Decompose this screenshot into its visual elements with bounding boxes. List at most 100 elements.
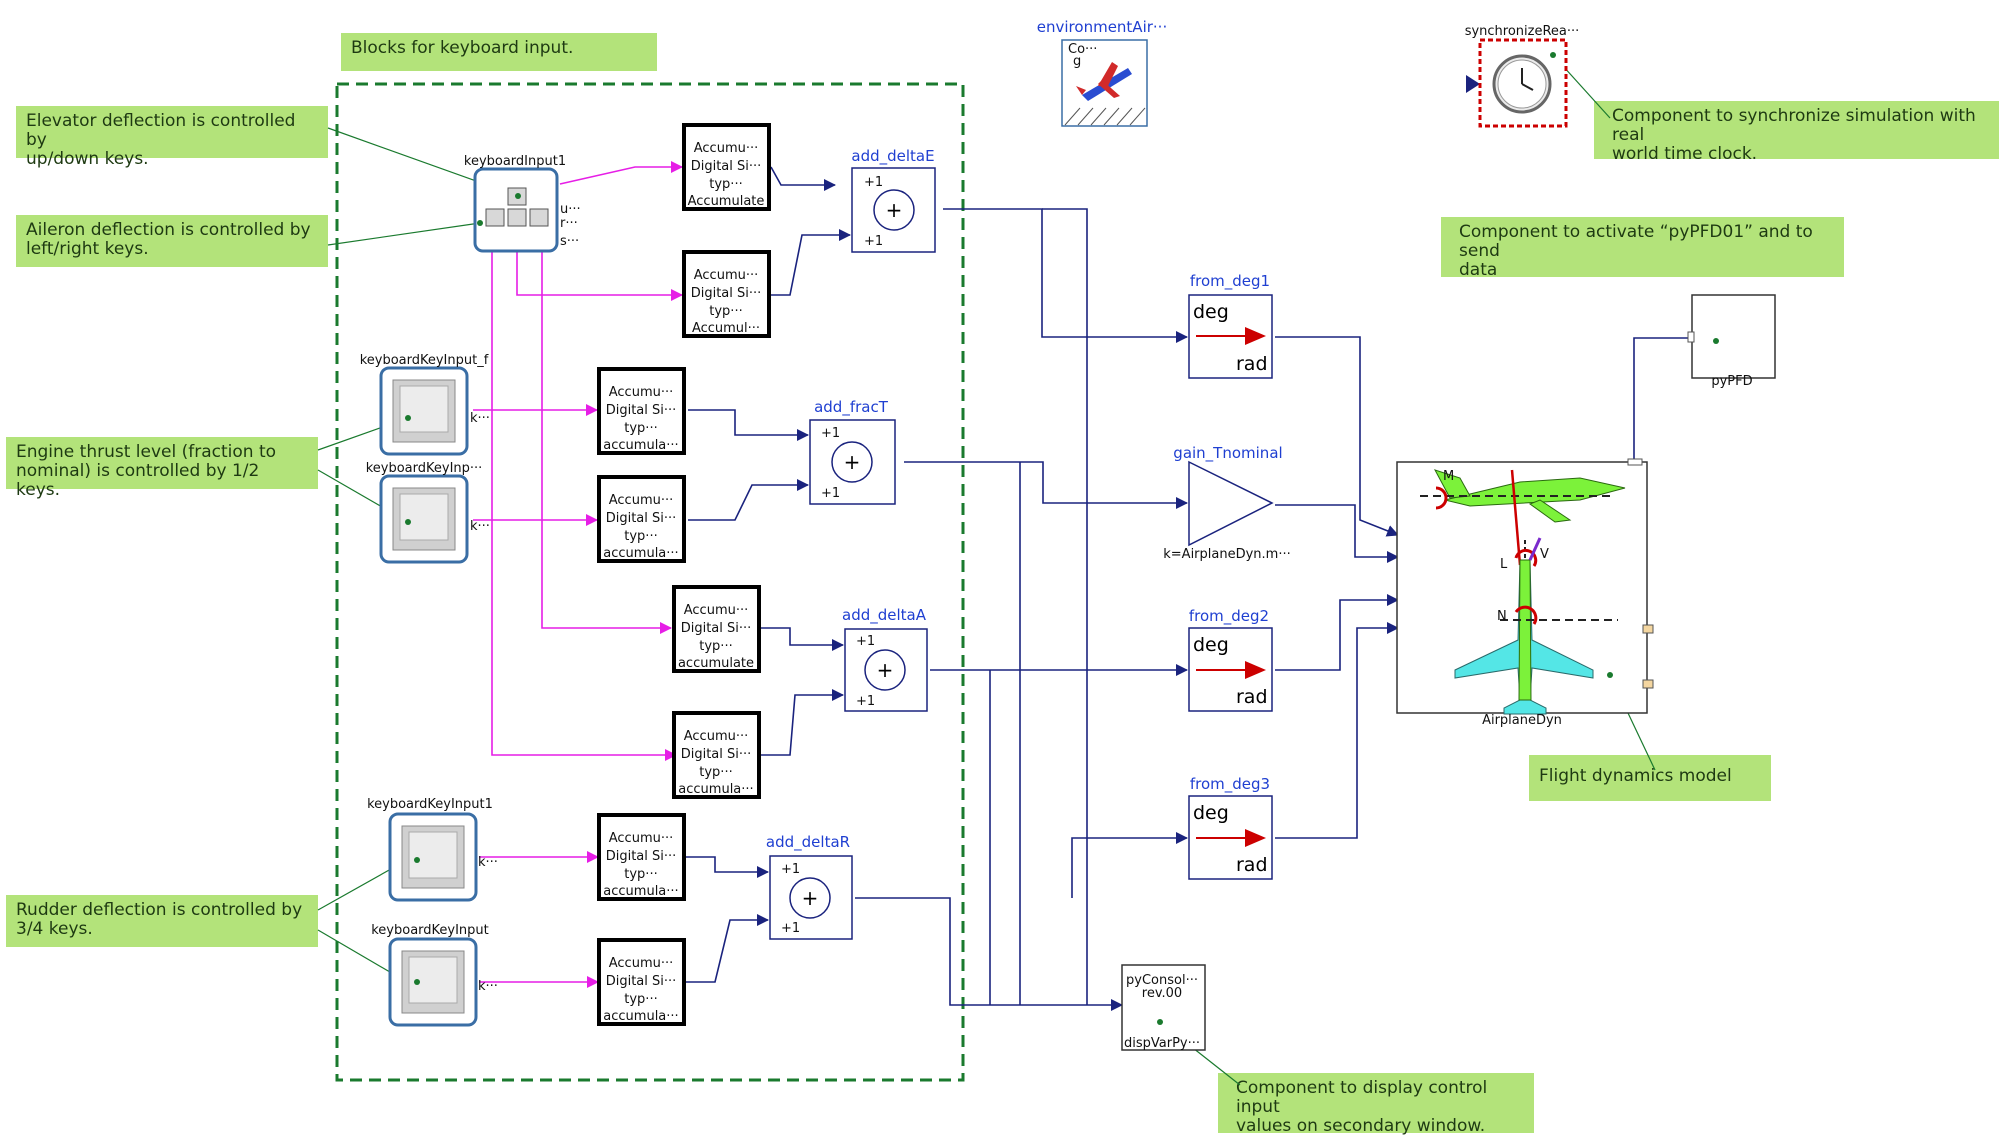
note-keyboard-group: Blocks for keyboard input.: [341, 33, 657, 71]
accum-line: accumula···: [603, 1009, 678, 1024]
from-deg2-label: from_deg2: [1189, 607, 1269, 626]
accumulator-deltaR-down[interactable]: Accumu··· Digital Si··· typ··· accumula·…: [597, 938, 686, 1026]
pypfd-block[interactable]: [1687, 294, 1776, 379]
environment-inner: Co···: [1068, 42, 1097, 57]
environment-air-block[interactable]: Co··· g: [1061, 39, 1148, 127]
accumulator-deltaA-up[interactable]: Accumu··· Digital Si··· typ··· accumulat…: [672, 585, 761, 673]
console-bottom: dispVarPy···: [1124, 1036, 1200, 1051]
accum-line: typ···: [624, 421, 657, 436]
accum-line: accumula···: [678, 782, 753, 797]
deg-text: deg: [1193, 634, 1229, 656]
keyboard-key-input-label: keyboardKeyInput: [371, 923, 489, 938]
airplane-n-label: N: [1497, 609, 1507, 624]
gain-tnominal-label: gain_Tnominal: [1173, 444, 1282, 463]
accum-line: Accumu···: [609, 385, 674, 400]
keyboard-input1-label: keyboardInput1: [464, 154, 566, 169]
synchronize-label: synchronizeRea···: [1465, 24, 1580, 39]
accum-line: Digital Si···: [681, 621, 752, 636]
accum-line: typ···: [699, 765, 732, 780]
sum-sign: +: [802, 886, 819, 910]
magenta-wires: [473, 161, 683, 988]
console-title: pyConsol···: [1126, 973, 1198, 988]
rad-text: rad: [1236, 353, 1268, 375]
accum-line: typ···: [699, 639, 732, 654]
synchronize-block[interactable]: [1466, 38, 1568, 128]
airplane-m-label: M: [1443, 469, 1454, 484]
add-deltaA-block[interactable]: + +1 +1: [844, 628, 928, 712]
note-console: Component to display control input value…: [1218, 1073, 1534, 1136]
keyboard-key-inp-label: keyboardKeyInp···: [366, 461, 483, 476]
sum-sign: +: [886, 198, 903, 222]
key-inp-port: k···: [470, 519, 490, 534]
environment-air-label: environmentAir···: [1037, 18, 1167, 36]
accum-line: Digital Si···: [606, 974, 677, 989]
keyboard-key-input-block[interactable]: [388, 937, 478, 1027]
keyboard-key-input1-block[interactable]: [388, 812, 478, 902]
add-deltaE-block[interactable]: + +1 +1: [851, 167, 936, 253]
from-deg3-block[interactable]: deg rad: [1188, 795, 1273, 880]
key-f-port: k···: [470, 411, 490, 426]
accum-line: Accumu···: [694, 141, 759, 156]
accumulator-deltaE-down[interactable]: Accumu··· Digital Si··· typ··· Accumul··…: [682, 250, 771, 338]
key-input-port: k···: [478, 979, 498, 994]
environment-small: g: [1073, 54, 1081, 69]
accum-line: Accumu···: [609, 831, 674, 846]
sum-input-label: +1: [821, 426, 840, 441]
accum-line: Digital Si···: [691, 286, 762, 301]
accum-line: accumula···: [603, 546, 678, 561]
accum-line: Digital Si···: [681, 747, 752, 762]
kb-port-u: u···: [560, 202, 581, 217]
note-engine: Engine thrust level (fraction to nominal…: [6, 437, 318, 500]
sum-input-label: +1: [856, 634, 875, 649]
accumulator-fracT-down[interactable]: Accumu··· Digital Si··· typ··· accumula·…: [597, 475, 686, 563]
accum-line: Digital Si···: [606, 511, 677, 526]
keyboard-key-input-f-block[interactable]: [379, 366, 469, 456]
accum-line: accumula···: [603, 438, 678, 453]
airplane-dyn-block[interactable]: M L N V: [1396, 458, 1654, 715]
accum-line: Accumu···: [609, 956, 674, 971]
airplane-l-label: L: [1500, 557, 1508, 572]
accum-line: typ···: [709, 304, 742, 319]
accumulator-fracT-up[interactable]: Accumu··· Digital Si··· typ··· accumula·…: [597, 367, 686, 455]
deg-text: deg: [1193, 301, 1229, 323]
accum-line: Digital Si···: [606, 403, 677, 418]
accumulator-deltaA-down[interactable]: Accumu··· Digital Si··· typ··· accumula·…: [672, 711, 761, 799]
accum-line: Digital Si···: [606, 849, 677, 864]
accum-line: Accumu···: [694, 268, 759, 283]
add-fracT-block[interactable]: + +1 +1: [809, 419, 896, 505]
console-rev: rev.00: [1142, 986, 1182, 1001]
from-deg2-block[interactable]: deg rad: [1188, 627, 1273, 712]
from-deg1-label: from_deg1: [1190, 272, 1270, 291]
note-rudder: Rudder deflection is controlled by 3/4 k…: [6, 895, 318, 947]
from-deg3-label: from_deg3: [1190, 775, 1270, 794]
key-input1-port: k···: [478, 855, 498, 870]
accumulator-deltaE-up[interactable]: Accumu··· Digital Si··· typ··· Accumulat…: [682, 123, 771, 211]
accum-line: Accumu···: [684, 729, 749, 744]
keyboard-key-inp-block[interactable]: [379, 474, 469, 564]
keyboard-input1-block[interactable]: [473, 167, 559, 253]
add-deltaR-block[interactable]: + +1 +1: [769, 855, 853, 940]
airplane-dyn-label: AirplaneDyn: [1482, 713, 1562, 728]
accum-line: typ···: [624, 867, 657, 882]
accum-line: Accumul···: [692, 321, 760, 336]
deg-text: deg: [1193, 802, 1229, 824]
accum-line: accumula···: [603, 884, 678, 899]
gain-tnominal-block[interactable]: [1188, 460, 1274, 547]
kb-port-r: r···: [560, 216, 578, 231]
accumulator-deltaR-up[interactable]: Accumu··· Digital Si··· typ··· accumula·…: [597, 813, 686, 901]
accum-line: accumulate: [678, 656, 754, 671]
note-flight: Flight dynamics model: [1529, 755, 1771, 801]
sum-input-label: +1: [856, 694, 875, 709]
sum-input-label: +1: [864, 175, 883, 190]
keyboard-group-border: [335, 82, 965, 1082]
sum-input-label: +1: [781, 921, 800, 936]
pyconsole-block[interactable]: pyConsol··· rev.00 dispVarPy···: [1121, 964, 1206, 1051]
sum-sign: +: [844, 450, 861, 474]
accum-line: Accumu···: [609, 493, 674, 508]
note-pypfd: Component to activate “pyPFD01” and to s…: [1441, 217, 1844, 280]
accum-line: typ···: [624, 529, 657, 544]
add-deltaE-label: add_deltaE: [851, 147, 934, 166]
kb-port-s: s···: [560, 234, 579, 249]
from-deg1-block[interactable]: deg rad: [1188, 294, 1273, 379]
